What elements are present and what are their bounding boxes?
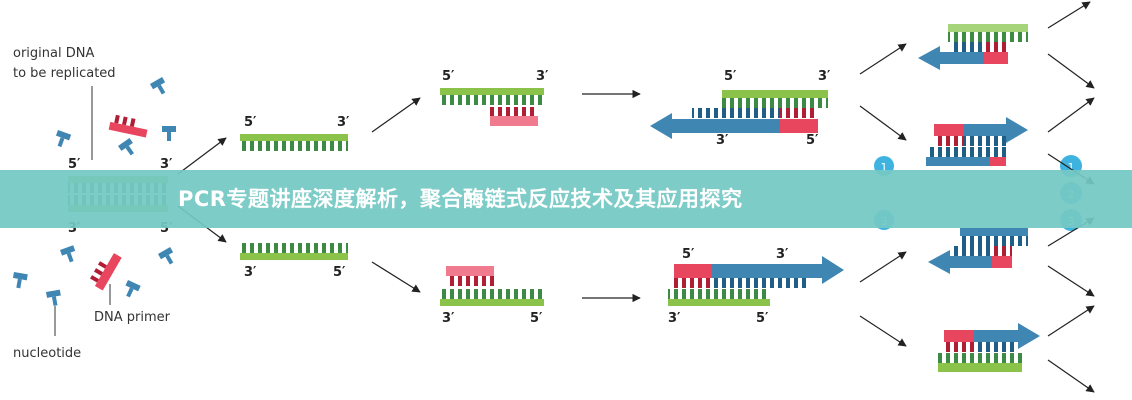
extend-top-5-end: 5′ xyxy=(724,69,737,84)
anneal-top-primer xyxy=(490,107,538,126)
anneal-bottom-5-end: 5′ xyxy=(530,311,543,326)
anneal-top-template xyxy=(440,88,544,105)
arrow-anneal-bottom xyxy=(371,261,421,293)
extend-top-3-new-end: 3′ xyxy=(716,133,729,148)
label-original-dna: original DNA xyxy=(13,46,94,61)
extend-bottom-5-end: 5′ xyxy=(756,311,769,326)
arrow-cycle2-b xyxy=(859,105,907,141)
cycle2-product-1 xyxy=(918,24,1028,70)
anneal-bottom-primer xyxy=(446,266,494,286)
sep-top-3-end: 3′ xyxy=(337,115,350,130)
extend-top-5-new-end: 5′ xyxy=(806,133,819,148)
primer-scattered-bottom xyxy=(90,253,122,291)
cycle2-product-3 xyxy=(928,228,1028,274)
separated-strand-bottom xyxy=(240,243,348,260)
label-dna-primer: DNA primer xyxy=(94,310,171,325)
extend-bottom-5-new-end: 5′ xyxy=(682,247,695,262)
arrow-denature-top xyxy=(177,137,227,175)
arrow-anneal-top xyxy=(371,97,421,133)
anneal-top-5-end: 5′ xyxy=(442,69,455,84)
arrow-cycle2-c xyxy=(859,251,907,283)
extend-bottom-template xyxy=(668,289,770,306)
label-to-be-replicated: to be replicated xyxy=(13,66,116,81)
extend-top-template xyxy=(722,90,828,108)
extend-bottom-new-strand xyxy=(674,256,844,288)
orig-top-3-end: 3′ xyxy=(160,157,173,172)
banner-title: PCR专题讲座深度解析，聚合酶链式反应技术及其应用探究 xyxy=(178,187,743,211)
label-nucleotide: nucleotide xyxy=(13,346,81,361)
sep-top-5-end: 5′ xyxy=(244,115,257,130)
svg-text:1: 1 xyxy=(881,161,888,174)
arrow-cycle2-d xyxy=(859,315,907,347)
arrow-cycle2-a xyxy=(859,43,907,75)
title-banner xyxy=(0,170,1132,228)
svg-text:1: 1 xyxy=(1068,161,1075,174)
anneal-bottom-template xyxy=(440,289,544,306)
extend-bottom-3-new-end: 3′ xyxy=(776,247,789,262)
primer-scattered-top xyxy=(108,114,148,138)
extend-bottom-3-end: 3′ xyxy=(668,311,681,326)
anneal-top-3-end: 3′ xyxy=(536,69,549,84)
sep-bottom-3-end: 3′ xyxy=(244,265,257,280)
arrows-cycle3 xyxy=(1047,1,1095,393)
extend-top-3-end: 3′ xyxy=(818,69,831,84)
sep-bottom-5-end: 5′ xyxy=(333,265,346,280)
cycle2-product-4 xyxy=(938,323,1040,372)
cycle2-product-2 xyxy=(926,117,1028,166)
extend-top-new-strand xyxy=(650,108,818,139)
nucleotides-scattered xyxy=(12,77,176,306)
separated-strand-top xyxy=(240,134,348,151)
orig-top-5-end: 5′ xyxy=(68,157,81,172)
anneal-bottom-3-end: 3′ xyxy=(442,311,455,326)
